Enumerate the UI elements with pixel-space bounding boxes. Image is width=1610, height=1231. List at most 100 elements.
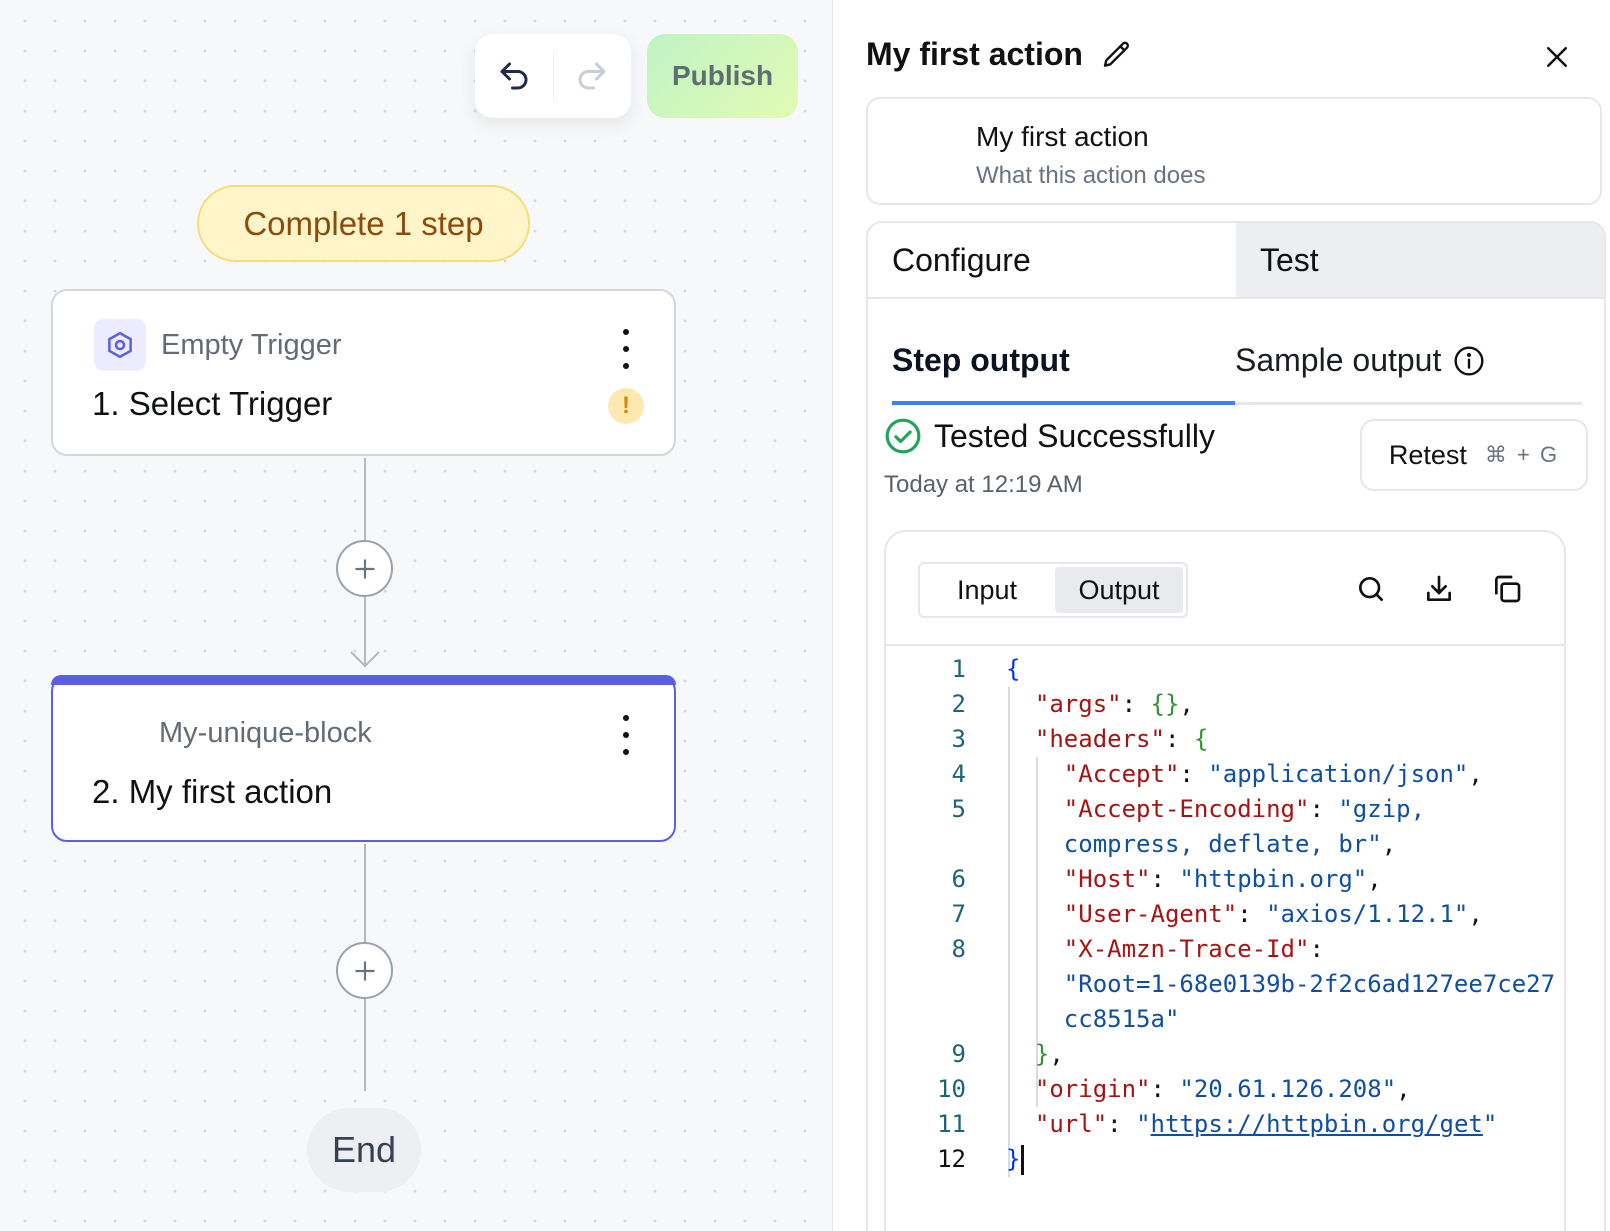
step-info-card[interactable]: My first action What this action does [866, 97, 1602, 205]
connector-line [364, 458, 366, 558]
info-icon [1454, 345, 1484, 376]
line-number: 3 [951, 725, 966, 753]
connector-line [364, 999, 366, 1091]
test-status-text: Tested Successfully [934, 417, 1216, 454]
line-number: 8 [951, 935, 966, 963]
copy-icon [1495, 575, 1521, 603]
action-step-card[interactable]: My-unique-block 2. My first action [51, 675, 676, 842]
line-number: 4 [951, 760, 966, 788]
panel-title: My first action [866, 36, 1083, 72]
redo-icon [578, 62, 606, 90]
url-link[interactable]: https://httpbin.org/get [1150, 1110, 1483, 1138]
trigger-kebab-icon[interactable] [618, 329, 634, 369]
tab-step-output[interactable]: Step output [892, 319, 1235, 405]
step-description: What this action does [976, 162, 1206, 189]
code-line: compress, deflate, br", [1063, 830, 1397, 858]
download-icon [1427, 575, 1451, 601]
connector-line [364, 597, 366, 667]
code-line: "Accept": "application/json", [1063, 760, 1483, 788]
code-line: "Accept-Encoding": "gzip, [1063, 795, 1426, 823]
line-number [886, 827, 966, 862]
arrow-down-icon [350, 651, 380, 668]
json-lines: { "args": {}, "headers": { "Accept": "ap… [1006, 652, 1555, 1177]
output-toolbar [1354, 572, 1524, 606]
plus-icon [354, 960, 375, 981]
close-icon[interactable] [1542, 42, 1572, 72]
test-timestamp: Today at 12:19 AM [884, 471, 1083, 498]
code-line: } [1006, 1142, 1555, 1177]
action-piece-name: My-unique-block [159, 717, 372, 749]
complete-steps-badge[interactable]: Complete 1 step [197, 185, 530, 262]
tab-sample-output[interactable]: Sample output [1235, 319, 1578, 402]
end-node: End [307, 1108, 421, 1192]
code-line: "Root=1-68e0139b-2f2c6ad127ee7ce27 [1063, 970, 1556, 998]
code-line: cc8515a" [1063, 1005, 1180, 1033]
action-step-title: 2. My first action [92, 773, 333, 810]
pencil-icon[interactable] [1101, 39, 1133, 71]
flow-canvas[interactable]: Publish Complete 1 step Empty Trigger 1.… [0, 0, 833, 1231]
undo-button[interactable] [475, 34, 553, 118]
tab-step-output-label: Step output [892, 341, 1070, 378]
connector-line [364, 844, 366, 944]
history-divider [552, 51, 554, 101]
copy-button[interactable] [1490, 572, 1524, 606]
trigger-piece-name: Empty Trigger [161, 329, 342, 361]
text-cursor [1021, 1145, 1025, 1175]
code-line: "origin": "20.61.126.208", [1034, 1075, 1411, 1103]
check-circle-icon [885, 418, 921, 454]
segment-input[interactable]: Input [956, 574, 1018, 605]
line-number: 10 [937, 1075, 966, 1103]
line-number: 11 [937, 1110, 966, 1138]
step-tabs-card: Configure Test Step output Sample output… [866, 221, 1606, 1231]
retest-button[interactable]: Retest ⌘ + G [1360, 419, 1588, 491]
segment-output[interactable]: Output [1055, 567, 1183, 613]
add-step-button[interactable] [336, 540, 393, 597]
code-line: "Host": "httpbin.org", [1063, 865, 1382, 893]
publish-button[interactable]: Publish [647, 34, 798, 118]
output-viewer: Input Output [884, 530, 1566, 1231]
history-controls [475, 34, 631, 118]
input-output-toggle: Input Output [918, 562, 1188, 618]
redo-button[interactable] [554, 34, 632, 118]
trigger-step-card[interactable]: Empty Trigger 1. Select Trigger ! [51, 289, 676, 456]
code-line: "args": {}, [1034, 690, 1194, 718]
line-number [886, 967, 966, 1002]
tab-test[interactable]: Test [1236, 223, 1604, 297]
line-number: 6 [951, 865, 966, 893]
output-divider [886, 644, 1564, 646]
indent-guide [1008, 687, 1010, 1177]
line-number: 7 [951, 900, 966, 928]
test-status: Tested Successfully [884, 417, 1215, 455]
line-number: 2 [951, 690, 966, 718]
output-sub-tabs: Step output Sample output [892, 319, 1582, 405]
retest-label: Retest [1388, 439, 1467, 470]
json-code-editor[interactable]: 1 2 3 4 5 6 7 8 9 10 11 12 [886, 646, 1564, 1231]
line-number: 1 [951, 655, 966, 683]
plus-icon [354, 558, 375, 579]
panel-header: My first action [866, 36, 1133, 73]
tab-configure[interactable]: Configure [892, 241, 1031, 278]
download-button[interactable] [1422, 572, 1456, 606]
trigger-piece-icon [94, 319, 146, 371]
code-line: { [1006, 655, 1021, 683]
search-button[interactable] [1354, 572, 1388, 606]
trigger-step-title: 1. Select Trigger [92, 385, 333, 422]
step-display-name: My first action [976, 121, 1149, 152]
undo-icon [500, 62, 528, 90]
code-line: }, [1034, 1040, 1064, 1068]
search-icon [1359, 577, 1383, 601]
code-line: "User-Agent": "axios/1.12.1", [1063, 900, 1483, 928]
line-number: 5 [951, 795, 966, 823]
code-line: "url": "https://httpbin.org/get" [1034, 1110, 1498, 1138]
line-number-gutter: 1 2 3 4 5 6 7 8 9 10 11 12 [886, 652, 966, 1177]
line-number-current: 12 [937, 1145, 966, 1173]
line-number [886, 1002, 966, 1037]
line-number: 9 [951, 1040, 966, 1068]
tab-sample-output-label: Sample output [1235, 342, 1442, 378]
indent-guide [1036, 757, 1038, 1107]
retest-shortcut: ⌘ + G [1484, 442, 1560, 467]
add-step-button[interactable] [336, 942, 393, 999]
main-tabs: Configure Test [868, 223, 1604, 299]
action-kebab-icon[interactable] [618, 715, 634, 755]
warning-icon: ! [608, 388, 644, 424]
